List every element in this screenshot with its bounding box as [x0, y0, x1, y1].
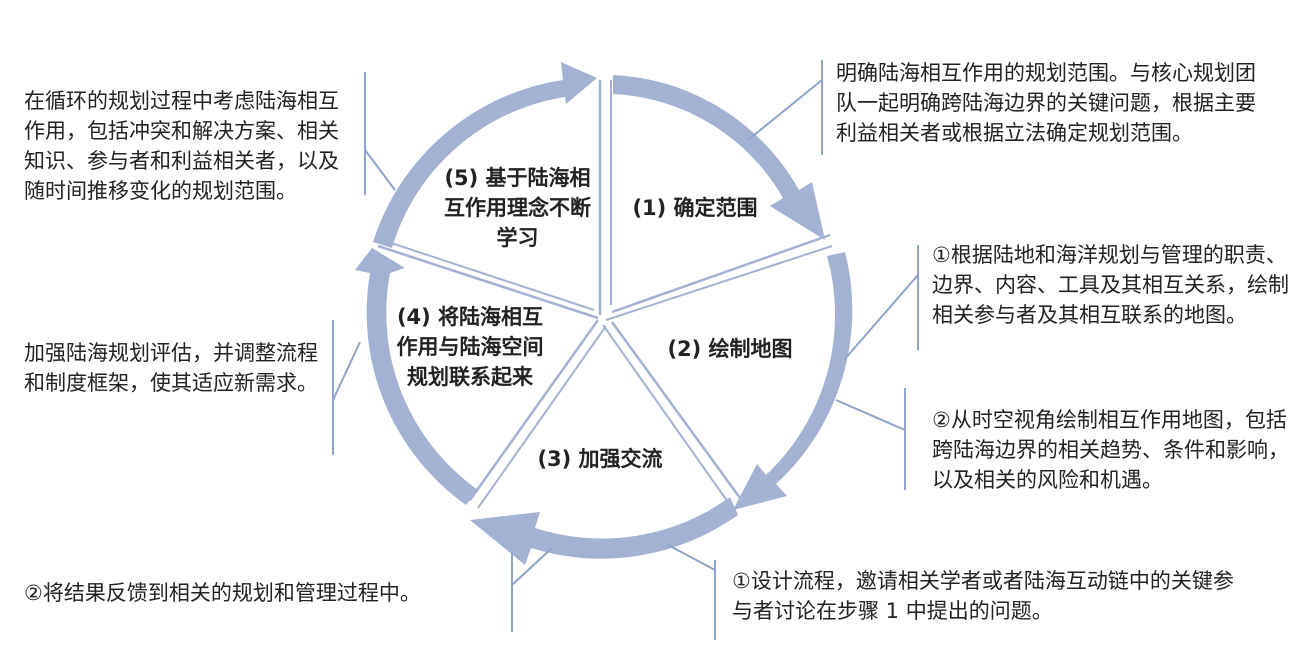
note-step3a: ①设计流程，邀请相关学者或者陆海互动链中的关键参与者讨论在步骤 1 中提出的问题… — [732, 569, 1234, 623]
step3-label: (3) 加强交流 — [537, 447, 663, 471]
arc-step3-to-step4 — [470, 497, 738, 565]
step5-label: (5) 基于陆海相互作用理念不断学习 — [444, 166, 591, 250]
arc-step1-to-step2 — [613, 75, 825, 240]
note-step3b: ②将结果反馈到相关的规划和管理过程中。 — [24, 581, 421, 605]
arc-step2-to-step3 — [733, 252, 853, 510]
ring-arrows — [355, 62, 853, 565]
divider-lower-right — [610, 321, 742, 499]
step1-label: (1) 确定范围 — [632, 196, 758, 220]
note-step2a: ①根据陆地和海洋规划与管理的职责、边界、内容、工具及其相互关系，绘制相关参与者及… — [932, 243, 1289, 327]
step4-label: (4) 将陆海相互作用与陆海空间规划联系起来 — [396, 305, 544, 389]
note-step4: 加强陆海规划评估，并调整流程和制度框架，使其适应新需求。 — [24, 341, 318, 395]
arc-step4-to-step5 — [355, 248, 478, 505]
note-step5: 在循环的规划过程中考虑陆海相互作用，包括冲突和解决方案、相关知识、参与者和利益相… — [24, 89, 339, 203]
divider-lower-left — [468, 319, 600, 501]
arc-step5-to-step1 — [373, 62, 597, 248]
divider-left — [377, 244, 599, 320]
step2-label: (2) 绘制地图 — [667, 337, 793, 361]
note-step1: 明确陆海相互作用的规划范围。与核心规划团队一起明确跨陆海边界的关键问题，根据主要… — [836, 61, 1256, 145]
divider-right — [611, 233, 831, 314]
segment-dividers — [377, 80, 833, 509]
callout-connectors — [332, 60, 919, 640]
note-step2b: ②从时空视角绘制相互作用地图，包括跨陆海边界的相关趋势、条件和影响，以及相关的风… — [932, 408, 1289, 492]
